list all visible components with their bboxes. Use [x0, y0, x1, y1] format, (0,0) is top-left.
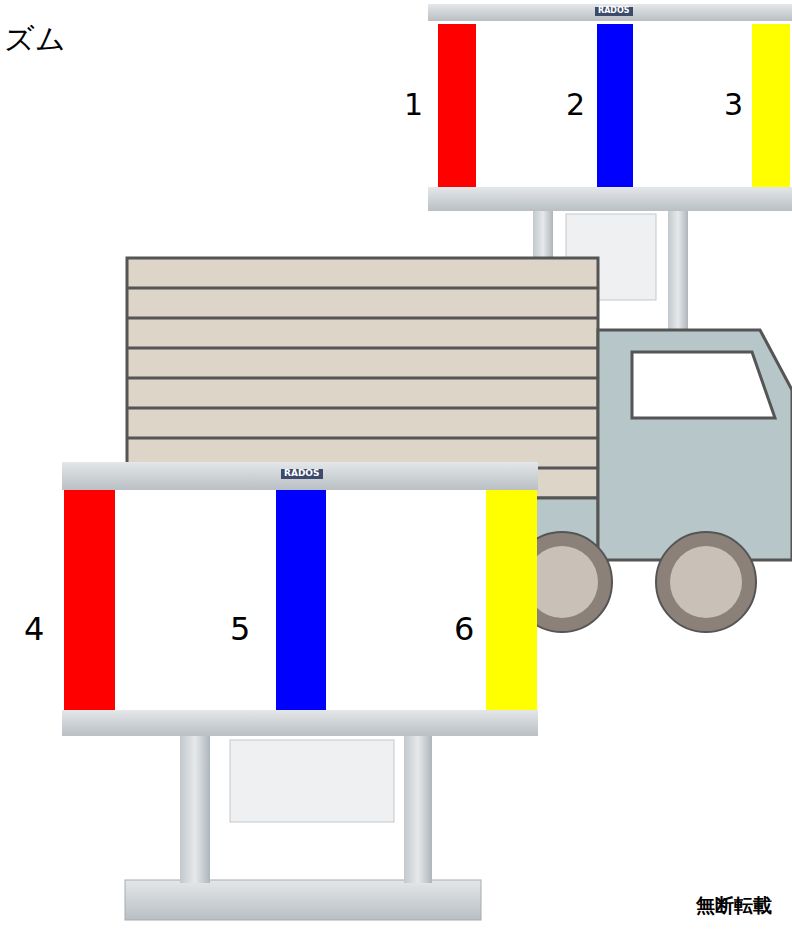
callout-number: 5 [230, 612, 250, 647]
callout-number: 2 [566, 88, 585, 121]
callout-number: 4 [24, 612, 44, 647]
copyright-note: 無断転載 [696, 895, 772, 916]
front-portal-monitor [62, 462, 538, 920]
callout-number: 1 [404, 88, 423, 121]
brand-plate: RADOS [281, 469, 323, 479]
callout-number: 6 [454, 612, 474, 647]
brand-plate: RADOS [595, 7, 633, 16]
page-title: ズム [4, 22, 66, 55]
callout-number: 3 [724, 88, 743, 121]
